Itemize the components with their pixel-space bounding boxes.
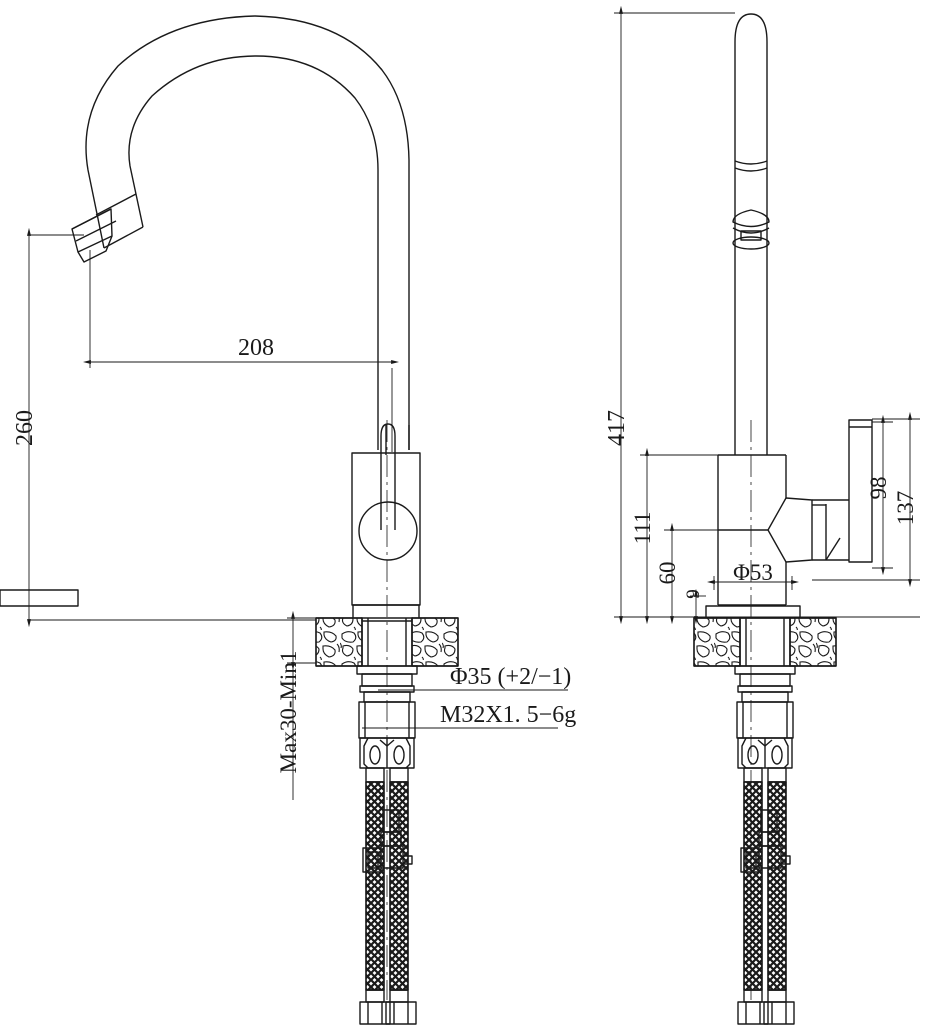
base-flange [352,604,420,622]
front-view-dimensions [27,227,568,800]
label-d35: Φ35 (+2/−1) [450,664,571,690]
lever-handle-side [812,419,873,563]
hose-end-nuts [359,1001,417,1025]
lock-nut-side [737,737,793,769]
label-d53: Φ53 [733,560,773,585]
label-111: 111 [630,512,655,545]
countertop-section-side [693,617,837,667]
dimension-labels: 208 260 Max30-Min1 Φ35 (+2/−1) M32X1. 5−… [12,335,918,773]
label-98: 98 [866,477,891,500]
supply-hoses-side [743,767,787,1003]
aerator-collar-side [732,209,770,250]
label-m32-thread: M32X1. 5−6g [440,702,576,728]
label-417: 417 [604,410,630,446]
mounting-shank-side [739,617,791,667]
label-260: 260 [12,410,38,446]
threaded-shank-side [734,665,796,739]
faucet-body [351,425,421,606]
label-208: 208 [238,335,274,361]
side-view-dimensions [614,5,920,625]
base-flange-side [0,589,801,619]
hose-fittings-side [740,809,791,873]
label-9: 9 [683,589,704,599]
supply-hoses [365,767,409,1003]
side-view [0,13,873,1025]
label-137: 137 [893,491,918,526]
hose-end-nuts-side [737,1001,795,1025]
hose-fittings [362,809,413,873]
spout-tube-side [734,13,768,455]
label-60: 60 [655,562,680,585]
handle-transition [718,497,813,606]
lever-handle [358,423,418,561]
front-view [71,15,459,1025]
spout-aerator [71,193,144,263]
spout-body [85,15,410,450]
label-max30-min1: Max30-Min1 [276,651,301,774]
